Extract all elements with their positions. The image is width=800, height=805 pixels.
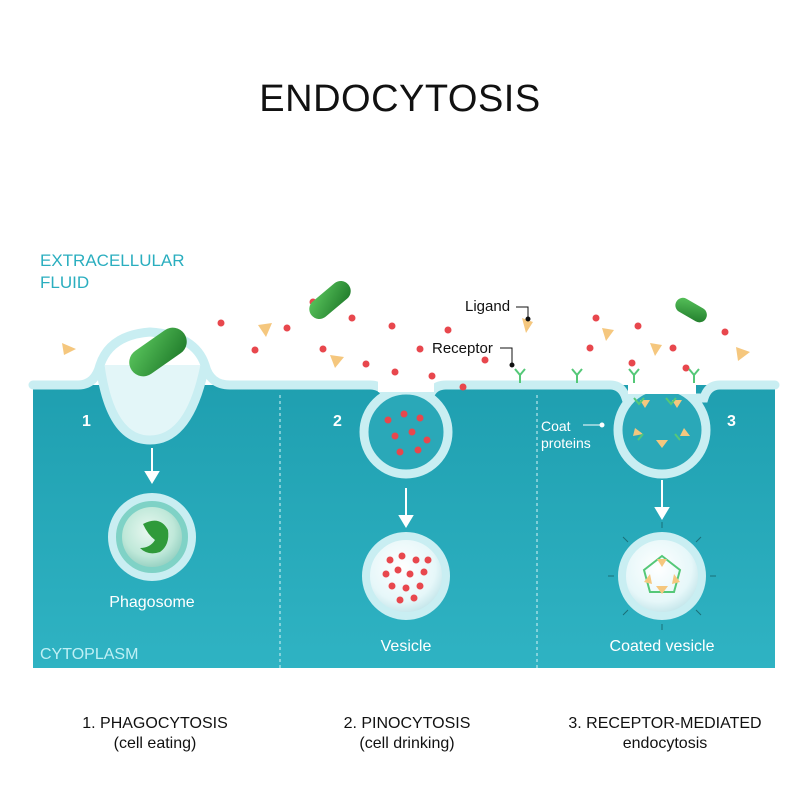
extracellular-fluid-particles <box>217 298 729 391</box>
coat-callout-line <box>583 422 605 428</box>
internalized-ligands <box>644 559 680 594</box>
coated-vesicle-label: Coated vesicle <box>609 638 715 655</box>
caption-pinocytosis-title: 2. PINOCYTOSIS <box>343 715 471 732</box>
coated-pit <box>613 381 711 479</box>
caption-receptor-mediated: 3. RECEPTOR-MEDIATED endocytosis <box>545 714 785 754</box>
vesicle-fluid-particles <box>382 552 432 604</box>
caption-pinocytosis: 2. PINOCYTOSIS (cell drinking) <box>292 714 522 754</box>
arrows <box>144 448 670 528</box>
extracellular-ligands <box>62 318 750 368</box>
bacterium-free-2 <box>675 297 707 323</box>
pit-opening <box>378 380 434 392</box>
pit-ligands <box>633 400 690 448</box>
digested-bacterium <box>140 520 169 554</box>
extracellular-fluid-label: EXTRACELLULAR FLUID <box>40 250 185 294</box>
caption-phagocytosis-sub: (cell eating) <box>113 735 197 752</box>
ligand-label: Ligand <box>465 298 511 315</box>
phagocytic-cup <box>95 364 210 445</box>
membrane-receptors <box>514 368 700 383</box>
bacterium-engulfed <box>129 327 187 377</box>
vesicle <box>362 532 450 620</box>
caption-receptor-sub: endocytosis <box>622 735 708 752</box>
phagosome-label: Phagosome <box>109 594 195 611</box>
panel-number-1: 1 <box>82 413 91 430</box>
coat-label-line1: Coat <box>541 418 571 434</box>
cytoplasm-label: CYTOPLASM <box>40 646 139 663</box>
vesicle-label: Vesicle <box>380 638 432 655</box>
receptor-label: Receptor <box>432 340 493 357</box>
diagram-title: ENDOCYTOSIS <box>259 78 541 120</box>
extracellular-label-line2: FLUID <box>40 273 90 292</box>
caption-phagocytosis-title: 1. PHAGOCYTOSIS <box>82 715 228 732</box>
caption-phagocytosis: 1. PHAGOCYTOSIS (cell eating) <box>40 714 270 754</box>
pinocytic-pit <box>359 385 453 479</box>
caption-receptor-title: 3. RECEPTOR-MEDIATED <box>568 715 762 732</box>
panel-number-2: 2 <box>333 413 342 430</box>
coated-pit-opening <box>628 380 696 394</box>
pit-fluid-particles <box>384 410 431 456</box>
bacterium-free-1 <box>309 281 351 319</box>
extracellular-label-line1: EXTRACELLULAR <box>40 251 185 270</box>
pit-receptors <box>633 397 681 441</box>
caption-pinocytosis-sub: (cell drinking) <box>359 735 455 752</box>
coat-bristles <box>608 522 716 630</box>
panel-number-3: 3 <box>727 413 736 430</box>
coat-label-line2: proteins <box>541 435 591 451</box>
coated-vesicle <box>618 532 706 620</box>
callout-lines <box>500 306 531 368</box>
coat-proteins-label: Coat proteins <box>541 418 591 452</box>
